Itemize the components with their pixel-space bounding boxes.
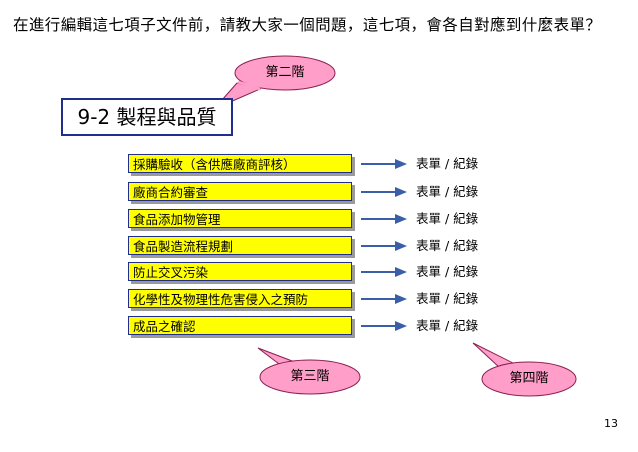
arrow-right-icon	[361, 294, 407, 304]
step-cross-contamination: 防止交叉污染	[128, 262, 352, 281]
arrow-right-icon	[361, 187, 407, 197]
section-title: 9-2 製程與品質	[61, 98, 233, 136]
step-additive-management: 食品添加物管理	[128, 209, 352, 228]
record-label-procurement: 表單 / 紀錄	[416, 156, 479, 171]
step-hazard-prevention: 化學性及物理性危害侵入之預防	[128, 289, 352, 308]
callout-level2: 第二階	[265, 65, 305, 80]
step-process-planning: 食品製造流程規劃	[128, 236, 352, 255]
step-procurement: 採購驗收（含供應廠商評核）	[128, 154, 352, 173]
step-supplier-contract: 廠商合約審查	[128, 182, 352, 201]
record-label-supplier-contract: 表單 / 紀錄	[416, 184, 479, 199]
arrow-right-icon	[361, 241, 407, 251]
record-label-process-planning: 表單 / 紀錄	[416, 238, 479, 253]
step-product-confirmation: 成品之確認	[128, 316, 352, 335]
record-label-hazard-prevention: 表單 / 紀錄	[416, 291, 479, 306]
arrow-right-icon	[361, 267, 407, 277]
arrow-right-icon	[361, 159, 407, 169]
intro-question: 在進行編輯這七項子文件前，請教大家一個問題，這七項，會各自對應到什麼表單？	[13, 16, 602, 34]
arrow-right-icon	[361, 321, 407, 331]
callout-level3: 第三階	[290, 369, 330, 384]
callout-level4: 第四階	[509, 371, 549, 386]
record-label-additive-management: 表單 / 紀錄	[416, 211, 479, 226]
page-number: 13	[604, 417, 618, 430]
arrow-right-icon	[361, 214, 407, 224]
record-label-product-confirmation: 表單 / 紀錄	[416, 318, 479, 333]
record-label-cross-contamination: 表單 / 紀錄	[416, 264, 479, 279]
